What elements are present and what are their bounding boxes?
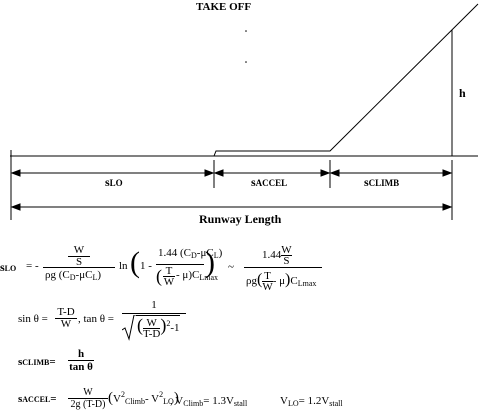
approx-frac-bar	[244, 267, 322, 268]
sclimb-label: sCLIMB	[364, 175, 400, 189]
tan-frac-bar	[122, 313, 186, 314]
inner-num: 1.44 (CD-μCL)	[158, 247, 223, 260]
sin-lhs: sin θ =	[18, 313, 48, 325]
paren-open: (	[130, 246, 140, 279]
slo-num-s: S	[75, 256, 83, 268]
slo-label: sLO	[105, 175, 123, 189]
arrowhead	[213, 169, 224, 177]
saccel-label: sACCEL	[251, 175, 288, 189]
w-over-s: W	[68, 245, 90, 257]
slo-frac-bar	[43, 267, 115, 268]
arrowhead	[329, 169, 340, 177]
dot-mark	[245, 61, 247, 63]
height-label: h	[459, 86, 466, 100]
approx-sign: ~	[228, 261, 234, 273]
saccel-rhs: (V2Climb- V2LO)	[108, 390, 179, 406]
tan-num: 1	[151, 299, 157, 311]
slo-den: ρg (CD-μCL)	[45, 269, 101, 282]
inner-den-paren: (	[156, 266, 162, 286]
slo-num: W S	[43, 245, 115, 268]
inner-den-rest: - μ)CLmax	[176, 269, 218, 282]
paren-close: )	[205, 246, 215, 279]
sclimb-eq-lhs: sCLIMB=	[18, 356, 56, 368]
arrowhead	[204, 169, 215, 177]
slo-eq-sign: = -	[26, 260, 39, 272]
sqrt-bar	[136, 315, 180, 316]
tan-lhs: , tan θ =	[78, 313, 114, 325]
arrowhead	[442, 169, 453, 177]
arrowhead	[10, 169, 21, 177]
sqrt-sign	[122, 315, 136, 341]
arrowhead	[442, 203, 453, 211]
vlo-eq: VLO= 1.2Vstall	[280, 395, 343, 408]
dot-mark	[245, 30, 247, 32]
arrowhead	[320, 169, 331, 177]
one-minus: 1 -	[140, 260, 152, 272]
arrowhead	[10, 203, 21, 211]
slo-eq-lhs: sLO	[0, 260, 17, 274]
vclimb-eq: , VClimb= 1.3Vstall	[170, 395, 248, 408]
ln-label: ln	[119, 260, 128, 272]
runway-length-label: Runway Length	[199, 212, 282, 226]
saccel-eq-lhs: sACCEL=	[18, 393, 57, 405]
flight-path	[213, 3, 479, 157]
diagram-title: TAKE OFF	[196, 1, 252, 13]
inner-frac-bar	[156, 264, 204, 265]
